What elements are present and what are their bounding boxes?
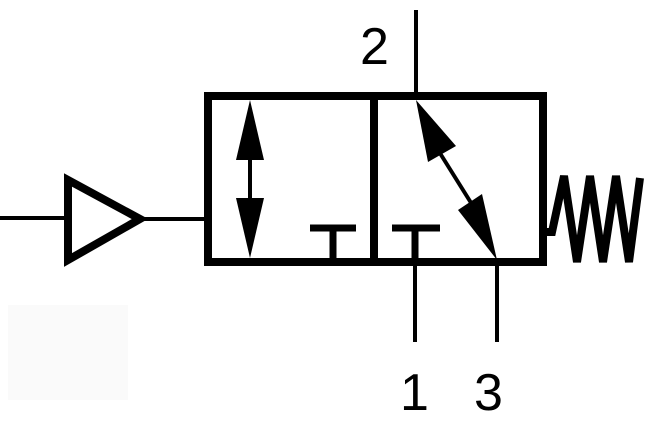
port-3-label: 3 [474,364,503,422]
background-artifact [8,305,128,400]
right-square-flow-arrow-icon [416,100,497,260]
port-2-label: 2 [360,18,389,76]
left-square-blocked-port-icon [310,224,356,260]
left-square-double-arrow-icon [236,100,264,258]
port-1-label: 1 [400,364,429,422]
right-square-blocked-port-icon [392,224,440,260]
spring-return-icon [543,175,644,263]
pilot-actuator-triangle-icon [64,173,149,267]
